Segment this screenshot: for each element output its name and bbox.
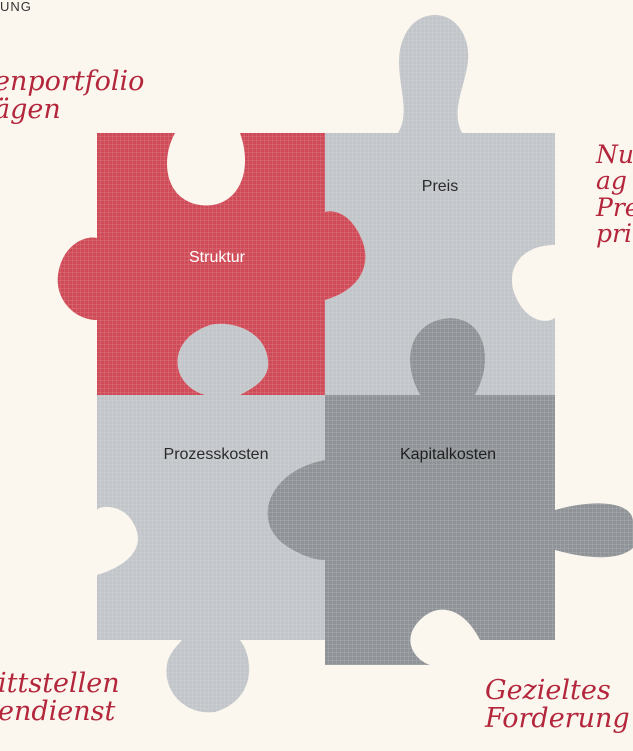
note-top-left: enportfolio ägen [0, 66, 145, 126]
label-preis: Preis [421, 178, 459, 195]
note-top-right: Nu ag Pre pri [596, 140, 633, 248]
piece-prozesskosten-grid [97, 323, 325, 713]
piece-struktur-grid [57, 133, 366, 395]
label-struktur: Struktur [188, 249, 246, 266]
note-bottom-right: Gezieltes Forderung [485, 675, 630, 735]
note-top-left-line-1: enportfolio [0, 66, 145, 97]
note-bottom-right-line-1: Gezieltes [485, 675, 611, 706]
note-top-right-line-1: Nu [596, 140, 633, 169]
note-bottom-right-line-2: Forderung [485, 703, 630, 735]
note-top-right-line-3: Pre [596, 192, 633, 222]
note-bottom-left-line-1: ittstellen [0, 668, 120, 699]
note-top-right-line-2: ag [596, 166, 627, 196]
note-top-right-line-4: pri [596, 218, 632, 248]
note-bottom-left-line-2: endienst [0, 696, 116, 728]
note-bottom-left: ittstellen endienst [0, 668, 120, 728]
piece-preis-grid [325, 15, 555, 395]
label-kapitalkosten: Kapitalkosten [399, 446, 497, 463]
piece-kapitalkosten-grid [267, 318, 633, 665]
note-top-left-line-2: ägen [0, 94, 61, 126]
header-text: UNG [0, 0, 32, 14]
label-prozesskosten: Prozesskosten [163, 446, 269, 463]
